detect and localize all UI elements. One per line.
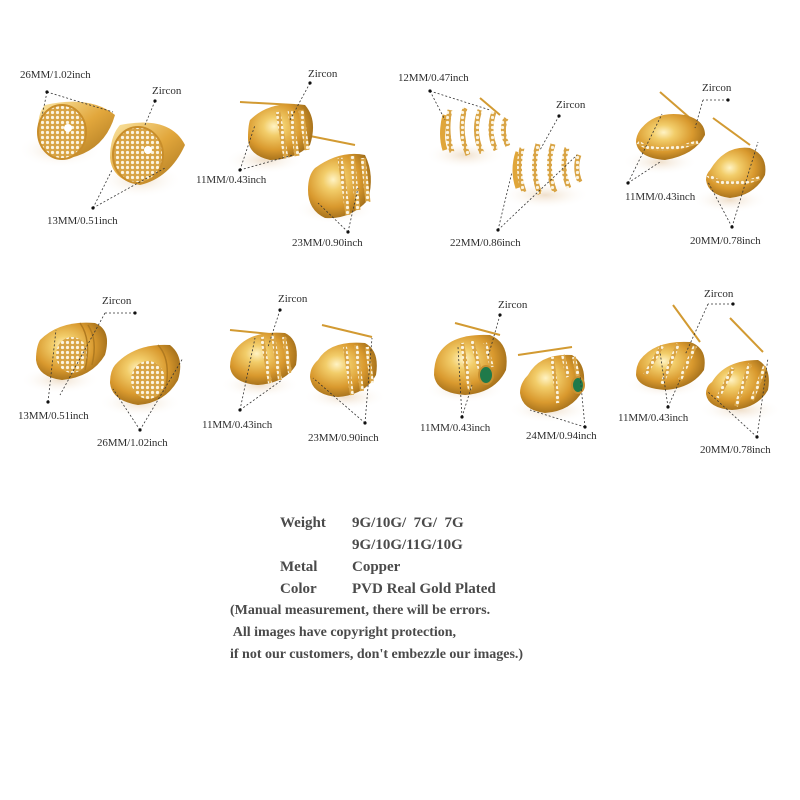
spec-table: Weight 9G/10G/ 7G/ 7G 9G/10G/11G/10G Met…	[280, 512, 496, 600]
size-label-height: 11MM/0.43inch	[202, 419, 273, 431]
earring-image	[225, 81, 375, 234]
zircon-label: Zircon	[556, 99, 586, 111]
size-label-width: 22MM/0.86inch	[450, 237, 521, 249]
product-half-band-earrings: Zircon 11MM/0.43inch 23MM/0.90inch	[190, 60, 390, 270]
size-label-width: 23MM/0.90inch	[292, 237, 363, 249]
size-label-height: 11MM/0.43inch	[420, 422, 491, 434]
size-label-width: 20MM/0.78inch	[690, 235, 761, 247]
size-label-height: 13MM/0.51inch	[18, 410, 89, 422]
note-copyright: All images have copyright protection,	[230, 625, 457, 640]
earring-image	[625, 302, 782, 439]
zircon-label: Zircon	[498, 299, 528, 311]
zircon-label: Zircon	[152, 85, 182, 97]
earring-image	[18, 90, 185, 210]
zircon-label: Zircon	[702, 82, 732, 94]
size-label-width: 13MM/0.51inch	[47, 215, 118, 227]
spec-row-weight-2: 9G/10G/11G/10G	[280, 534, 496, 556]
spec-value-metal: Copper	[352, 559, 401, 575]
zircon-label: Zircon	[704, 288, 734, 300]
size-label-height: 11MM/0.43inch	[625, 191, 696, 203]
spec-label-color: Color	[280, 581, 317, 597]
earring-image	[425, 89, 590, 232]
size-label-height: 26MM/1.02inch	[20, 69, 91, 81]
size-label-width: 24MM/0.94inch	[526, 430, 597, 442]
zircon-label: Zircon	[278, 293, 308, 305]
size-label-height: 11MM/0.43inch	[196, 174, 267, 186]
size-label-height: 12MM/0.47inch	[398, 72, 469, 84]
disclaimer-notes: (Manual measurement, there will be error…	[230, 600, 523, 666]
zircon-label: Zircon	[308, 68, 338, 80]
spec-row-color: Color PVD Real Gold Plated	[280, 578, 496, 600]
spec-row-weight: Weight 9G/10G/ 7G/ 7G	[280, 512, 496, 534]
zircon-label: Zircon	[102, 295, 132, 307]
spec-value-color: PVD Real Gold Plated	[352, 581, 496, 597]
product-triple-band-earrings: Zircon 11MM/0.43inch 23MM/0.90inch	[200, 285, 400, 495]
earring-image	[622, 91, 768, 229]
earring-image	[20, 311, 184, 432]
spec-label-metal: Metal	[280, 559, 318, 575]
size-label-width: 26MM/1.02inch	[97, 437, 168, 449]
spec-value-weight-line1: 9G/10G/ 7G/ 7G	[352, 515, 464, 531]
earring-image	[425, 313, 592, 429]
product-single-band-earrings: Zircon 11MM/0.43inch 20MM/0.78inch	[600, 70, 800, 280]
size-label-width: 23MM/0.90inch	[308, 432, 379, 444]
product-pave-oval-earrings: Zircon 13MM/0.51inch 26MM/1.02inch	[0, 285, 200, 495]
size-label-height: 11MM/0.43inch	[618, 412, 689, 424]
earring-image	[220, 308, 387, 425]
spec-row-metal: Metal Copper	[280, 556, 496, 578]
product-diagonal-stripe-earrings: Zircon 11MM/0.43inch 20MM/0.78inch	[600, 280, 800, 490]
product-cage-earrings: 12MM/0.47inch Zircon 22MM/0.86inch	[390, 60, 590, 270]
note-measurement: (Manual measurement, there will be error…	[230, 603, 491, 618]
spec-label-weight: Weight	[280, 515, 326, 531]
size-label-width: 20MM/0.78inch	[700, 444, 771, 456]
product-emerald-band-earrings: Zircon 11MM/0.43inch 24MM/0.94inch	[400, 285, 600, 495]
spec-value-weight-line2: 9G/10G/11G/10G	[352, 537, 463, 553]
note-embezzle: if not our customers, don't embezzle our…	[230, 647, 524, 662]
product-pave-star-earrings: 26MM/1.02inch Zircon 13MM/0.51inch	[0, 60, 200, 270]
